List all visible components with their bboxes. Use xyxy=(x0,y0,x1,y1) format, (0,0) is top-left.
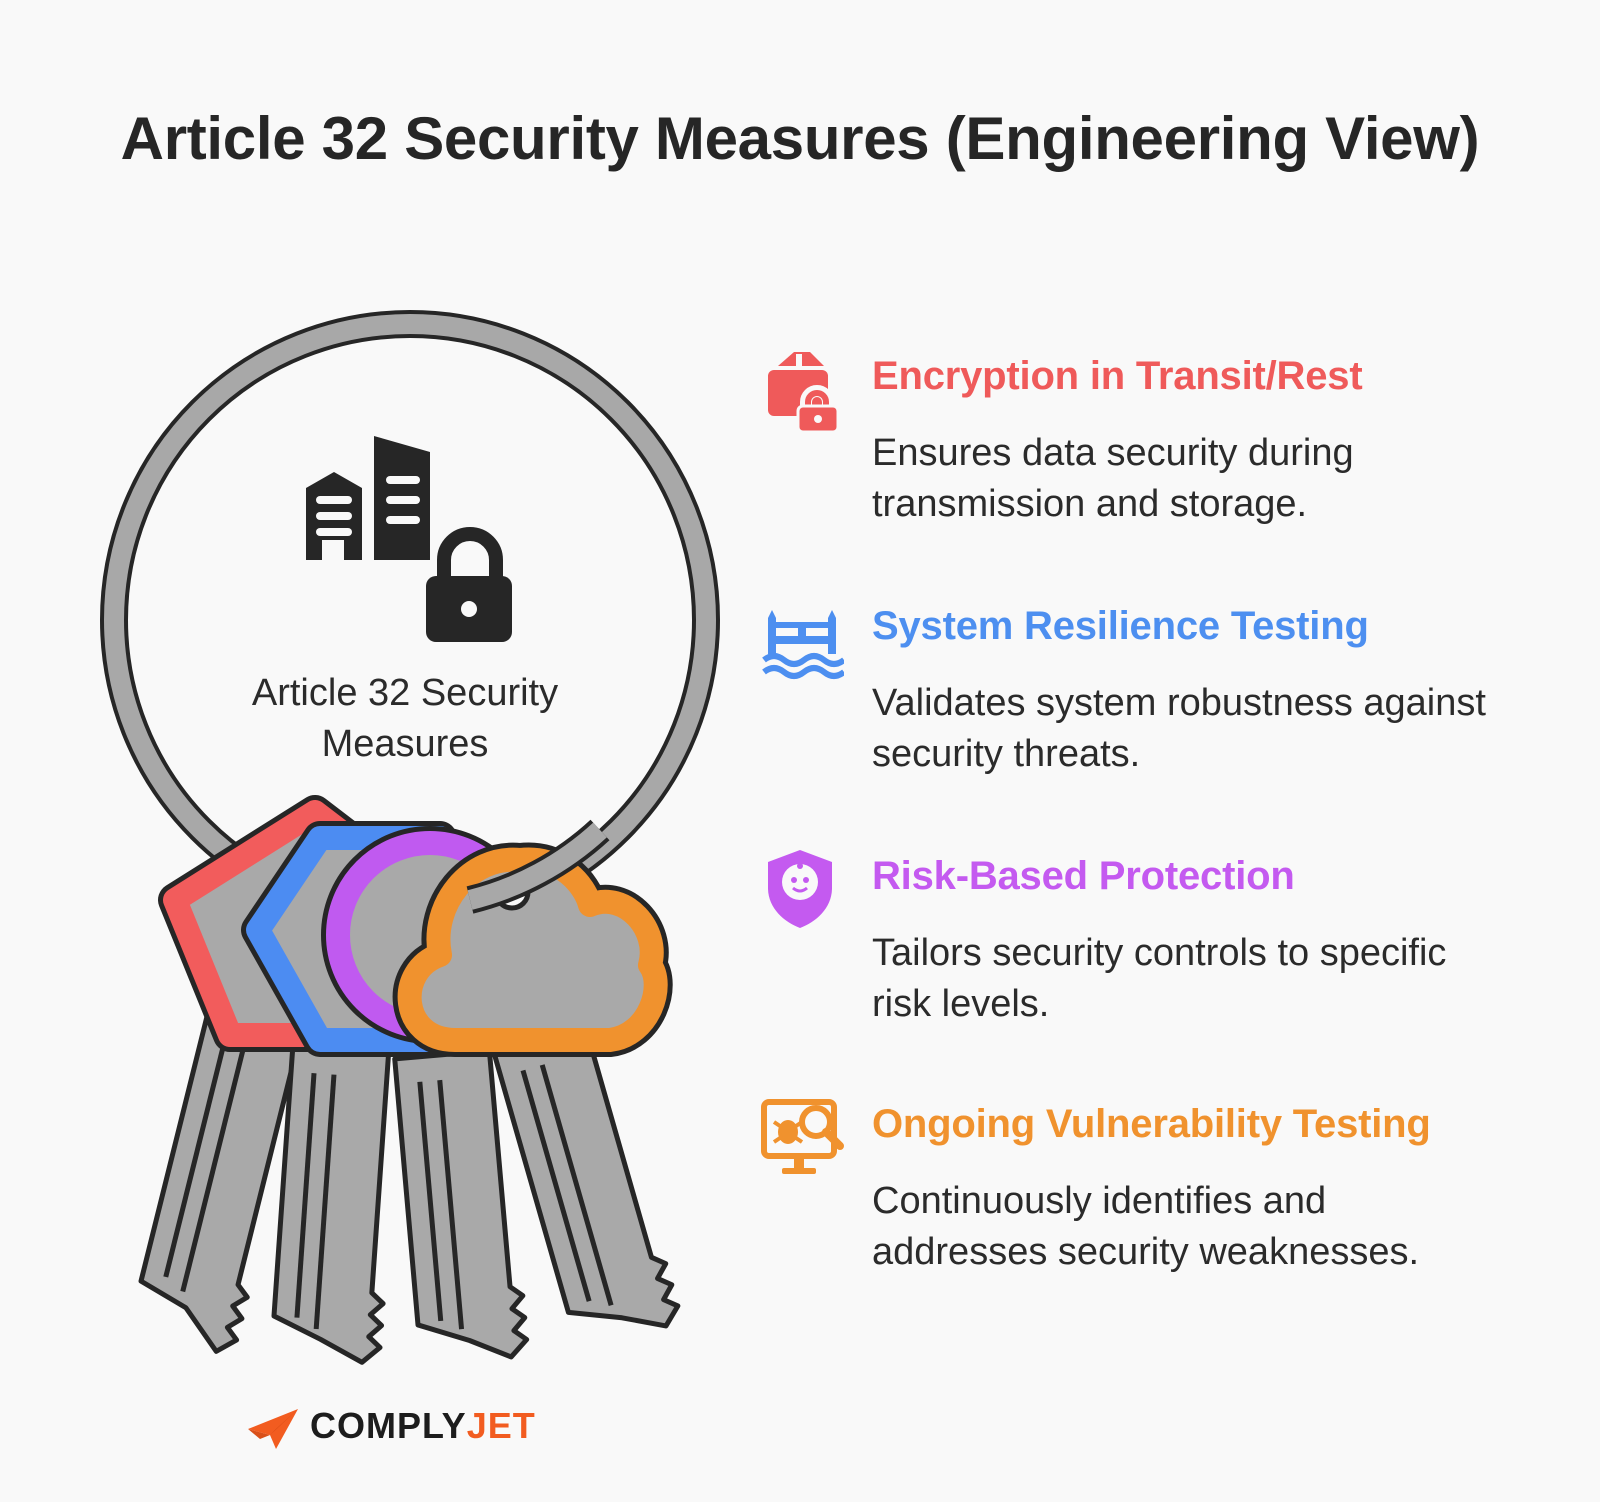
item-title: Encryption in Transit/Rest xyxy=(872,354,1363,398)
logo-text-jet: JET xyxy=(466,1405,536,1446)
key-2-blade xyxy=(271,1044,392,1365)
monitor-bug-search-icon xyxy=(761,1099,844,1174)
item-description: Validates system robustness against secu… xyxy=(872,682,1486,775)
key-3-blade xyxy=(392,1048,530,1360)
item-title: Ongoing Vulnerability Testing xyxy=(872,1102,1431,1146)
item-description: Ensures data security during transmissio… xyxy=(872,432,1354,525)
buildings-lock-icon xyxy=(306,436,512,642)
shield-face-icon xyxy=(768,850,832,928)
logo-text: COMPLYJET xyxy=(310,1405,536,1447)
item-description: Continuously identifies and addresses se… xyxy=(872,1180,1420,1273)
bridge-water-icon xyxy=(762,610,844,679)
keyring-illustration xyxy=(100,310,720,1365)
key-1-blade xyxy=(138,1006,304,1354)
box-lock-icon xyxy=(768,352,840,432)
item-description: Tailors security controls to specific ri… xyxy=(872,932,1447,1025)
item-title: System Resilience Testing xyxy=(872,604,1369,648)
item-title: Risk-Based Protection xyxy=(872,854,1295,898)
page-title: Article 32 Security Measures (Engineerin… xyxy=(120,105,1480,172)
logo-text-comply: COMPLY xyxy=(310,1405,467,1446)
center-label: Article 32 Security Measures xyxy=(251,672,559,765)
key-4-blade xyxy=(491,1024,681,1329)
paper-plane-icon xyxy=(248,1409,298,1449)
